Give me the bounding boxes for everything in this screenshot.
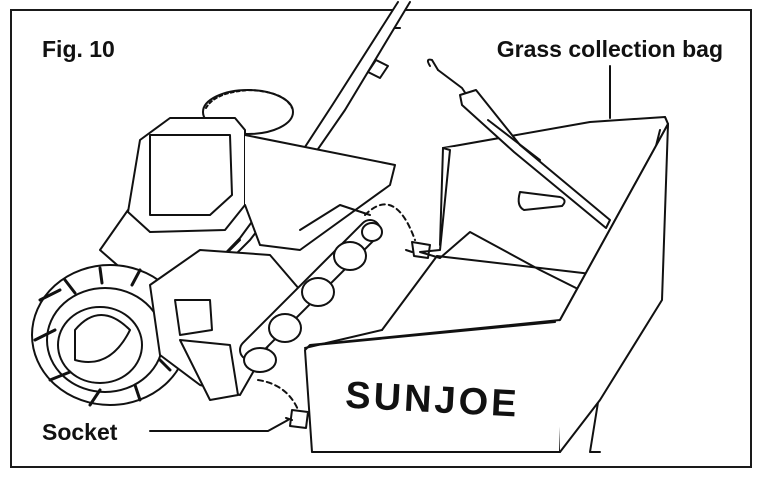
sunjoe-logo: SUNJOE bbox=[344, 375, 520, 426]
figure-label: Fig. 10 bbox=[42, 36, 115, 62]
front-wheel bbox=[31, 264, 189, 407]
reel-assembly bbox=[149, 219, 383, 401]
hook-path-lower bbox=[257, 379, 301, 416]
socket-label: Socket bbox=[42, 419, 118, 445]
figure-frame bbox=[10, 9, 752, 468]
socket-leader-line bbox=[149, 419, 289, 432]
socket bbox=[285, 409, 309, 429]
hook-path-upper bbox=[364, 203, 416, 241]
grass-collection-bag-label: Grass collection bag bbox=[496, 36, 723, 62]
svg-text:SUNJOE: SUNJOE bbox=[344, 375, 520, 426]
bag-handle bbox=[426, 58, 611, 229]
grass-collection-bag bbox=[304, 116, 669, 453]
deck-plate bbox=[244, 134, 396, 251]
